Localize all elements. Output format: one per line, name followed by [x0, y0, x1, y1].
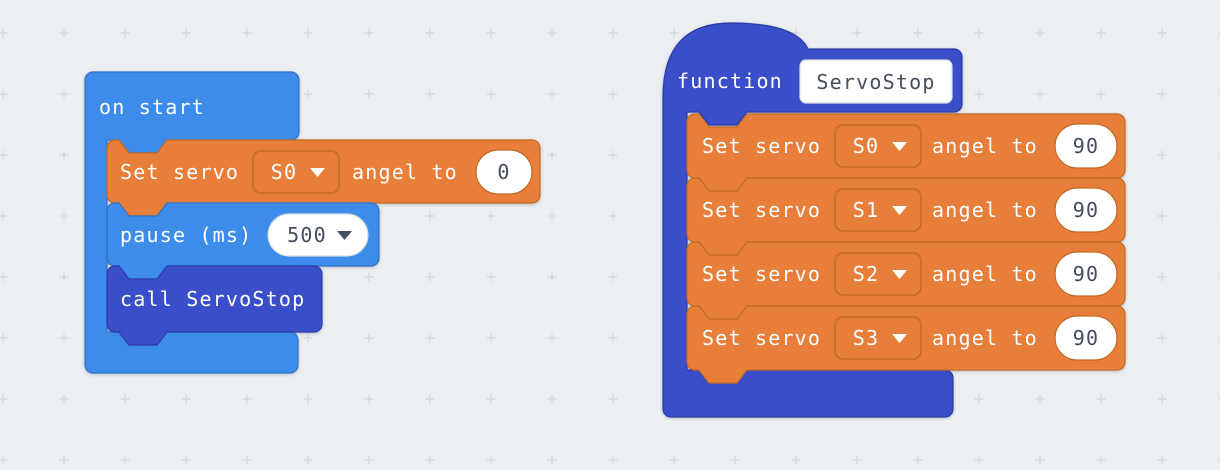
servo-dropdown-value[interactable]: S2 [853, 262, 879, 286]
set-servo-prefix: Set servo [702, 262, 821, 286]
angle-value-field[interactable] [475, 149, 533, 195]
set-servo-block[interactable]: Set servo S2 angel to 90 [686, 241, 1126, 320]
angle-value-field[interactable] [1054, 251, 1118, 297]
set-servo-block[interactable]: Set servo S1 angel to 90 [686, 177, 1126, 256]
set-servo-suffix: angel to [932, 326, 1038, 350]
set-servo-prefix: Set servo [702, 326, 821, 350]
dropdown-arrow-icon[interactable] [892, 206, 907, 215]
pause-duration-dropdown[interactable] [267, 213, 369, 257]
dropdown-arrow-icon[interactable] [892, 142, 907, 151]
call-function-block[interactable]: call ServoStop [106, 265, 323, 346]
pause-label: pause (ms) [120, 223, 252, 247]
function-name[interactable]: ServoStop [816, 70, 935, 94]
set-servo-suffix: angel to [932, 198, 1038, 222]
angle-value-field[interactable] [1054, 315, 1118, 361]
servo-dropdown[interactable] [834, 124, 922, 168]
function-definition-block[interactable]: function ServoStop [662, 22, 963, 418]
set-servo-suffix: angel to [932, 134, 1038, 158]
on-start-shape[interactable] [84, 71, 300, 374]
call-function-shape[interactable] [106, 265, 323, 346]
servo-dropdown-value[interactable]: S0 [853, 134, 879, 158]
pause-duration-value[interactable]: 500 [287, 223, 327, 247]
function-shape[interactable] [662, 22, 963, 418]
servo-dropdown[interactable] [834, 188, 922, 232]
dropdown-arrow-icon[interactable] [337, 231, 352, 240]
dropdown-arrow-icon[interactable] [310, 168, 325, 177]
servo-dropdown-value[interactable]: S3 [853, 326, 879, 350]
angle-value[interactable]: 90 [1073, 326, 1099, 350]
angle-value[interactable]: 0 [497, 160, 510, 184]
servo-dropdown[interactable] [252, 150, 340, 194]
servo-dropdown[interactable] [834, 252, 922, 296]
on-start-label: on start [99, 95, 205, 119]
servo-dropdown-value[interactable]: S0 [271, 160, 297, 184]
function-keyword: function [677, 69, 783, 93]
set-servo-block[interactable]: Set servo S3 angel to 90 [686, 305, 1126, 384]
servo-dropdown[interactable] [834, 316, 922, 360]
angle-value-field[interactable] [1054, 187, 1118, 233]
set-servo-block[interactable]: Set servo S0 angel to 0 [106, 139, 541, 217]
set-servo-prefix: Set servo [702, 134, 821, 158]
set-servo-suffix: angel to [932, 262, 1038, 286]
call-function-label: call ServoStop [120, 287, 305, 311]
angle-value[interactable]: 90 [1073, 198, 1099, 222]
set-servo-prefix: Set servo [702, 198, 821, 222]
pause-block[interactable]: pause (ms) 500 [106, 202, 380, 280]
set-servo-block[interactable]: Set servo S0 angel to 90 [686, 113, 1126, 192]
function-name-field[interactable] [799, 59, 953, 104]
servo-dropdown-value[interactable]: S1 [853, 198, 879, 222]
set-servo-suffix: angel to [352, 160, 458, 184]
dropdown-arrow-icon[interactable] [892, 270, 907, 279]
angle-value[interactable]: 90 [1073, 134, 1099, 158]
dropdown-arrow-icon[interactable] [892, 334, 907, 343]
angle-value[interactable]: 90 [1073, 262, 1099, 286]
on-start-block[interactable]: on start [84, 71, 300, 374]
set-servo-prefix: Set servo [120, 160, 239, 184]
angle-value-field[interactable] [1054, 123, 1118, 169]
